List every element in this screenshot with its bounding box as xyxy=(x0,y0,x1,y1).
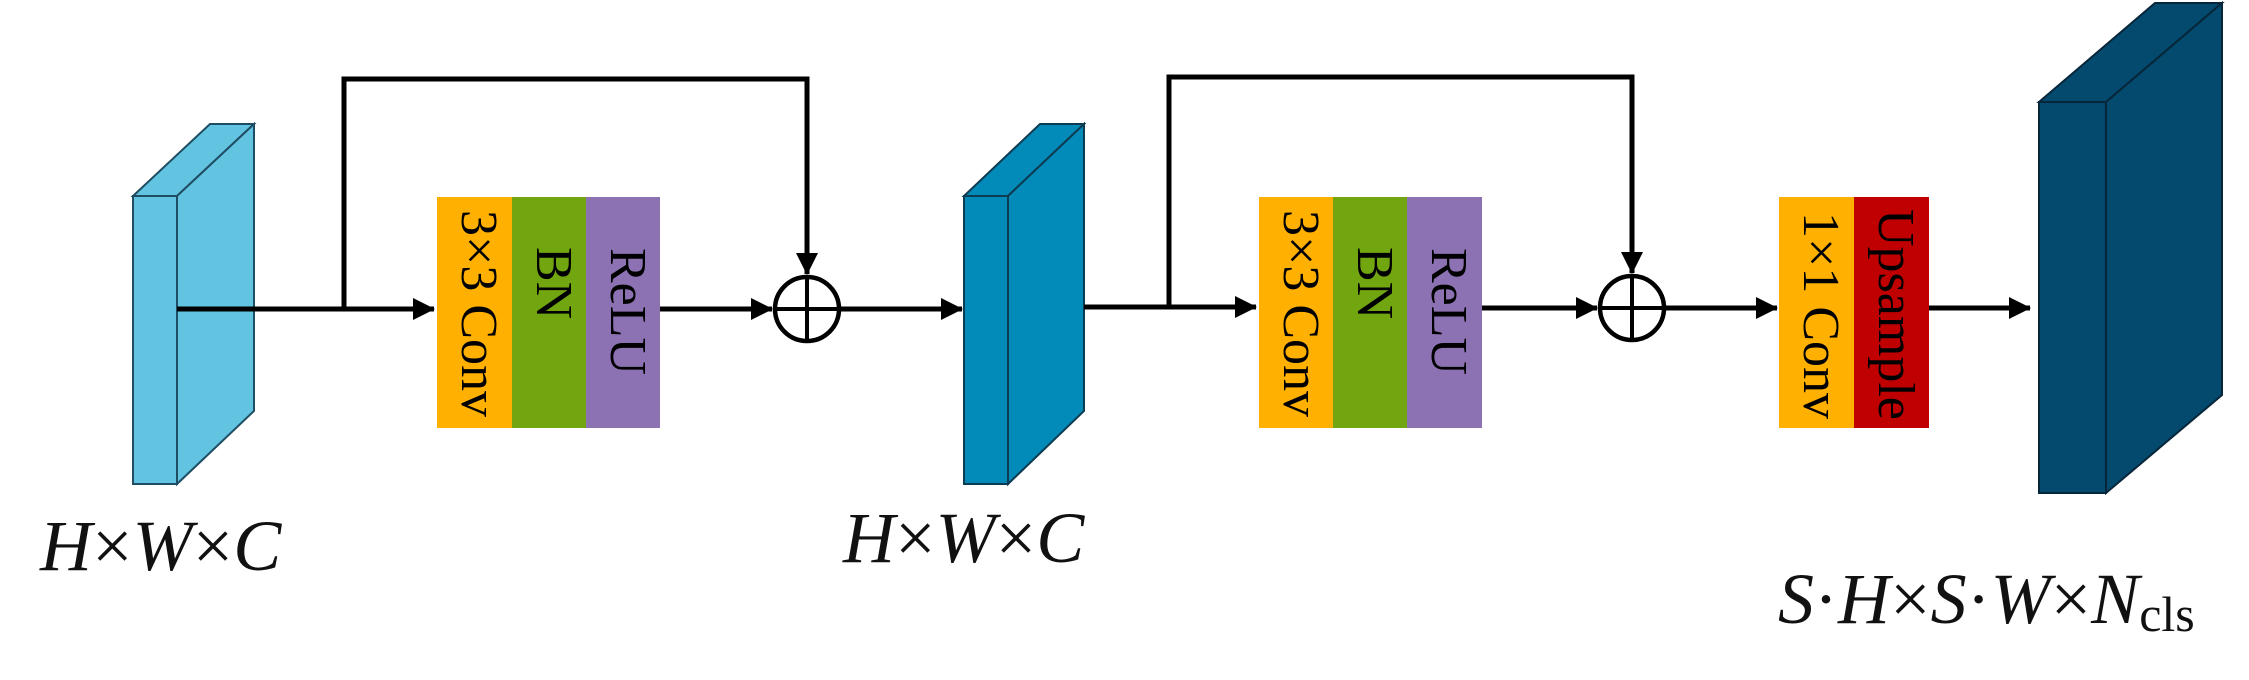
batchnorm-label: BN xyxy=(1346,247,1403,319)
connections-stage-2 xyxy=(1084,74,2031,319)
relu-layer xyxy=(1407,197,1482,428)
conv1x1-layer xyxy=(1779,197,1854,428)
skip-connection-1 xyxy=(341,76,818,309)
connections-stage-1 xyxy=(177,76,963,320)
residual-block-2: 3×3 Conv BN ReLU xyxy=(1259,197,1482,428)
conv3x3-layer xyxy=(437,197,512,428)
output-tensor-front-face xyxy=(2038,101,2107,494)
input-dimension-label: H×W×C xyxy=(39,506,282,586)
conv3x3-label: 3×3 Conv xyxy=(450,210,507,417)
element-wise-sum-1 xyxy=(772,274,842,344)
batchnorm-layer xyxy=(1333,197,1407,428)
skip-connection-2 xyxy=(1166,74,1643,307)
relu-label: ReLU xyxy=(1420,248,1477,375)
upsample-layer xyxy=(1854,197,1929,428)
intermediate-tensor xyxy=(961,121,1087,487)
conv1x1-label: 1×1 Conv xyxy=(1792,212,1849,419)
upsample-label: Upsample xyxy=(1867,209,1924,420)
conv3x3-layer xyxy=(1259,197,1333,428)
output-dimension-label: S·H×S·W×Ncls xyxy=(1778,559,2195,642)
batchnorm-label: BN xyxy=(525,247,582,319)
intermediate-tensor-front-face xyxy=(963,195,1009,485)
relu-layer xyxy=(586,197,660,428)
element-wise-sum-2 xyxy=(1597,273,1667,343)
input-tensor-front-face xyxy=(132,195,178,485)
batchnorm-layer xyxy=(512,197,586,428)
relu-label: ReLU xyxy=(599,248,656,375)
residual-block-1: 3×3 Conv BN ReLU xyxy=(437,197,660,428)
output-tensor xyxy=(2036,0,2225,496)
conv3x3-label: 3×3 Conv xyxy=(1272,210,1329,417)
intermediate-dimension-label: H×W×C xyxy=(842,498,1085,578)
head-block: 1×1 Conv Upsample xyxy=(1779,197,1929,428)
input-tensor xyxy=(130,121,257,487)
